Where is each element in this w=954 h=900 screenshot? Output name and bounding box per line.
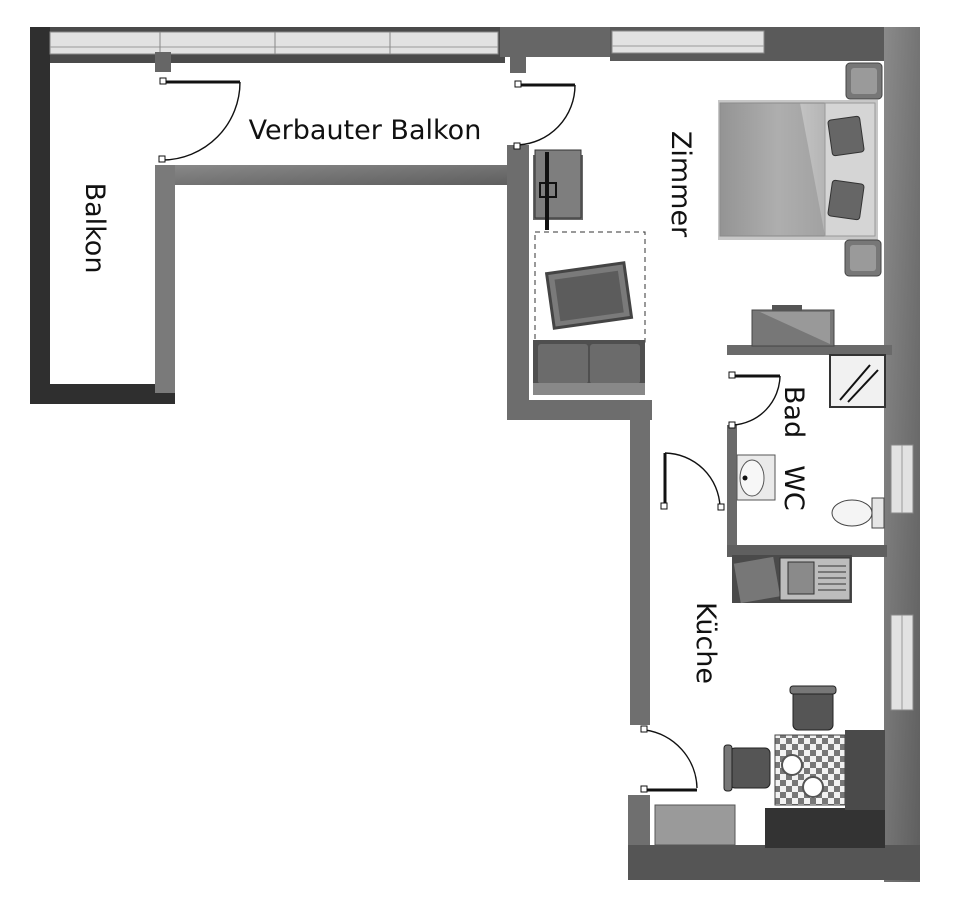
windows bbox=[49, 30, 914, 711]
chair-top bbox=[789, 685, 837, 731]
wall-zimmer-bottom bbox=[507, 400, 652, 420]
sink bbox=[736, 454, 776, 501]
door-balcony-left bbox=[158, 77, 241, 163]
interior-walls bbox=[155, 145, 892, 845]
dresser bbox=[533, 149, 583, 230]
wall-verbauter-bottom bbox=[155, 165, 510, 185]
left-wall bbox=[30, 27, 50, 404]
label-zimmer: Zimmer bbox=[665, 131, 696, 238]
dining-table bbox=[774, 734, 846, 806]
window-top-right bbox=[611, 30, 765, 54]
wall-zimmer-left bbox=[507, 145, 529, 420]
shower bbox=[829, 354, 886, 408]
label-bad: Bad bbox=[778, 386, 809, 438]
bedroom-furniture bbox=[533, 62, 883, 395]
bed bbox=[718, 100, 878, 240]
sofa bbox=[533, 340, 645, 395]
kitchen-counter bbox=[732, 555, 852, 604]
entrance-cabinet bbox=[654, 804, 736, 846]
label-kueche: Küche bbox=[690, 602, 721, 684]
wall-bath-bottom bbox=[727, 545, 887, 557]
bottom-wall bbox=[628, 845, 920, 880]
balcony-bottom-wall bbox=[30, 384, 175, 404]
label-balkon: Balkon bbox=[79, 183, 110, 274]
pillow-top bbox=[827, 115, 865, 157]
door-entrance bbox=[640, 725, 698, 793]
doors bbox=[158, 77, 781, 793]
bathroom-fixtures bbox=[736, 354, 886, 529]
wall-hall-left bbox=[630, 400, 650, 725]
door-bath bbox=[728, 371, 781, 429]
wall-balkon-right bbox=[155, 165, 175, 393]
wall-bath-left bbox=[727, 425, 737, 555]
kitchen-right-block bbox=[845, 730, 885, 810]
desk bbox=[751, 305, 835, 347]
window-balcony bbox=[49, 31, 499, 55]
tv-table bbox=[544, 261, 634, 330]
wall-bath-top bbox=[727, 345, 892, 355]
kitchen bbox=[654, 555, 885, 846]
label-wc: WC bbox=[778, 465, 809, 511]
wall-hall-left-lower bbox=[628, 795, 650, 845]
plate bbox=[802, 776, 824, 798]
door-balcony-right bbox=[513, 80, 576, 150]
chair-left bbox=[723, 744, 771, 792]
label-verbauter-balkon: Verbauter Balkon bbox=[249, 115, 482, 146]
pillow-bottom bbox=[827, 179, 865, 221]
room-labels: Verbauter Balkon Balkon Zimmer Bad WC Kü… bbox=[79, 115, 809, 684]
plate bbox=[781, 754, 803, 776]
toilet bbox=[831, 497, 885, 529]
top-wall-pillar bbox=[500, 27, 610, 57]
door-hall bbox=[660, 452, 725, 511]
bottom-right-block bbox=[765, 808, 885, 848]
